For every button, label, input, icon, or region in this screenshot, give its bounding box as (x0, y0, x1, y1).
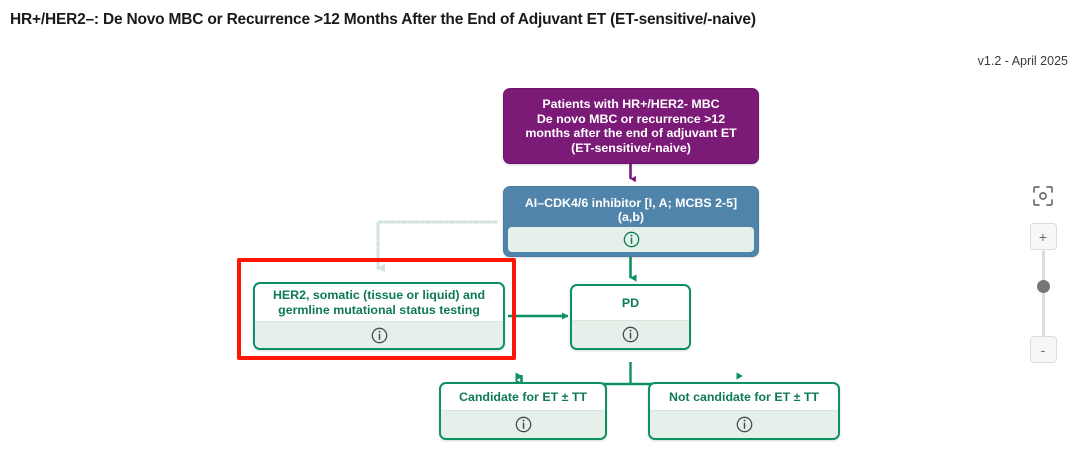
info-icon[interactable] (371, 327, 388, 344)
node-her2-testing-label: HER2, somatic (tissue or liquid) and ger… (272, 288, 486, 317)
node-her2-testing-info-bar[interactable] (255, 321, 503, 348)
zoom-slider[interactable] (1036, 250, 1050, 336)
node-patients-label: Patients with HR+/HER2- MBC De novo MBC … (525, 97, 737, 155)
node-not-candidate[interactable]: Not candidate for ET ± TT (648, 382, 840, 440)
node-patients[interactable]: Patients with HR+/HER2- MBC De novo MBC … (503, 88, 759, 164)
info-icon[interactable] (736, 416, 753, 433)
node-her2-testing[interactable]: HER2, somatic (tissue or liquid) and ger… (253, 282, 505, 350)
fit-to-screen-button[interactable] (1030, 183, 1056, 209)
node-candidate[interactable]: Candidate for ET ± TT (439, 382, 607, 440)
zoom-in-button[interactable]: + (1029, 223, 1057, 250)
diagram-canvas[interactable]: Patients with HR+/HER2- MBC De novo MBC … (0, 72, 1080, 471)
connector-treatment-to-her2-dotted (376, 220, 498, 273)
version-label: v1.2 - April 2025 (977, 54, 1068, 68)
node-not-candidate-label: Not candidate for ET ± TT (669, 389, 819, 404)
node-treatment[interactable]: AI–CDK4/6 inhibitor [I, A; MCBS 2-5] (a,… (503, 186, 759, 257)
info-icon[interactable] (515, 416, 532, 433)
node-candidate-info-bar[interactable] (441, 410, 605, 438)
node-pd-label: PD (621, 295, 640, 310)
zoom-out-button[interactable]: - (1029, 336, 1057, 363)
zoom-slider-handle[interactable] (1036, 280, 1050, 293)
node-treatment-info-bar[interactable] (508, 227, 754, 252)
info-icon[interactable] (622, 326, 639, 343)
node-candidate-label: Candidate for ET ± TT (459, 389, 587, 404)
node-treatment-label: AI–CDK4/6 inhibitor [I, A; MCBS 2-5] (a,… (524, 195, 738, 225)
node-not-candidate-info-bar[interactable] (650, 410, 838, 438)
selection-highlight (237, 258, 516, 360)
info-icon[interactable] (623, 231, 640, 248)
zoom-controls[interactable]: + - (1026, 183, 1060, 363)
node-pd[interactable]: PD (570, 284, 691, 350)
node-pd-info-bar[interactable] (572, 320, 689, 348)
page-title: HR+/HER2–: De Novo MBC or Recurrence >12… (10, 11, 756, 28)
fit-screen-icon (1033, 186, 1053, 206)
